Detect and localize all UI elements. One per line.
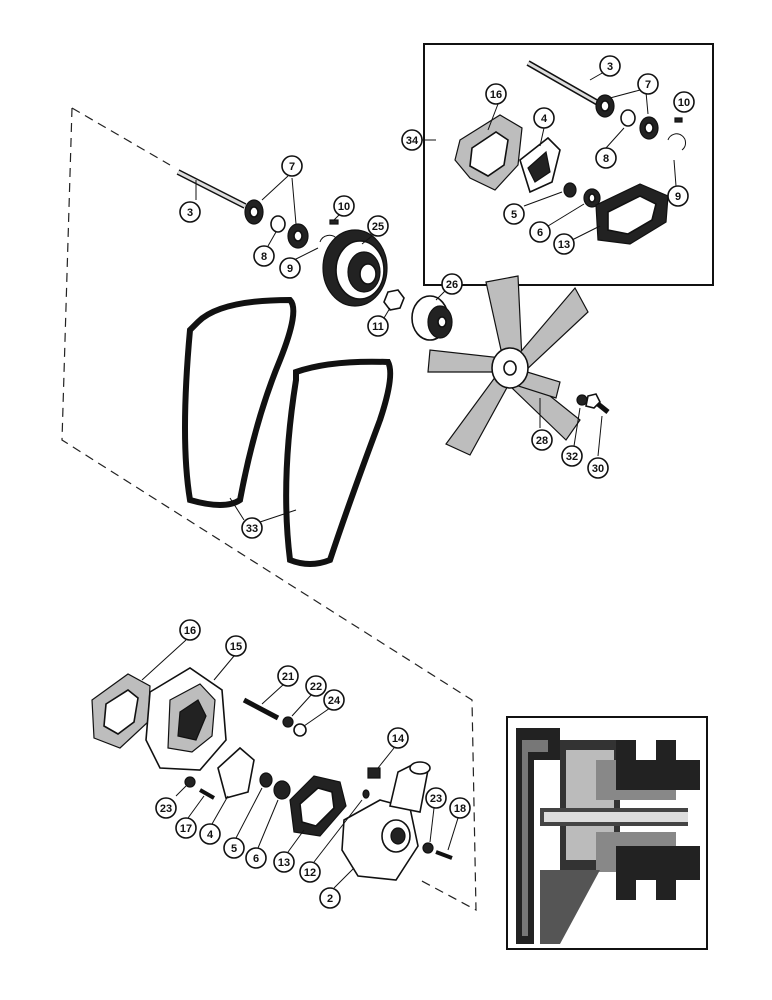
- callout-label: 33: [246, 523, 258, 535]
- callout-label: 4: [541, 113, 548, 125]
- fan-hub: [411, 295, 453, 341]
- callout-label: 25: [372, 221, 384, 233]
- callout-label: 30: [592, 463, 604, 475]
- callout-label: 7: [645, 79, 651, 91]
- stud: [242, 697, 280, 721]
- callouts: 3 7 10 16 4 34 8 9 5 6 13 7 3: [141, 55, 695, 909]
- seal-seat: [273, 780, 291, 800]
- drain-fitting: [362, 789, 370, 799]
- callout-label: 8: [261, 251, 267, 263]
- callout-label: 6: [253, 853, 259, 865]
- callout-label: 5: [231, 843, 237, 855]
- inset-box-alternate-parts: [423, 43, 714, 286]
- pump-housing: [145, 667, 227, 771]
- callout-label: 23: [430, 793, 442, 805]
- callout-label: 9: [675, 191, 681, 203]
- plug: [367, 767, 381, 779]
- seal: [259, 772, 273, 788]
- callout-label: 9: [287, 263, 293, 275]
- callout-label: 34: [406, 135, 419, 147]
- callout-label: 17: [180, 823, 192, 835]
- callout-label: 28: [536, 435, 548, 447]
- callout-label: 7: [289, 161, 295, 173]
- callout-label: 13: [558, 239, 570, 251]
- callout-label: 10: [678, 97, 690, 109]
- callout-label: 22: [310, 681, 322, 693]
- callout-label: 26: [446, 279, 458, 291]
- callout-label: 24: [328, 695, 341, 707]
- callout-label: 6: [537, 227, 543, 239]
- bolt-right: [435, 850, 453, 860]
- callout-label: 12: [304, 867, 316, 879]
- pump-shaft-assembly: [176, 169, 340, 256]
- callout-label: 15: [230, 641, 242, 653]
- stud-nut: [293, 723, 307, 737]
- callout-label: 3: [607, 61, 613, 73]
- callout-label: 16: [490, 89, 502, 101]
- pump-body: [341, 761, 431, 881]
- nut: [383, 289, 405, 311]
- callout-label: 2: [327, 893, 333, 905]
- impeller: [217, 746, 255, 799]
- pulley: [322, 229, 388, 307]
- callout-label: 14: [392, 733, 405, 745]
- callout-label: 8: [603, 153, 609, 165]
- callout-label: 11: [372, 321, 384, 333]
- washer: [576, 394, 588, 406]
- callout-label: 13: [278, 857, 290, 869]
- callout-label: 5: [511, 209, 517, 221]
- bolt-left: [199, 788, 215, 800]
- bolt: [585, 393, 610, 414]
- callout-label: 4: [207, 829, 214, 841]
- fan: [427, 275, 589, 456]
- callout-label: 18: [454, 803, 466, 815]
- washer-right: [422, 842, 434, 854]
- lock-washer: [282, 716, 294, 728]
- washer-left: [184, 776, 196, 788]
- callout-label: 3: [187, 207, 193, 219]
- callout-label: 10: [338, 201, 350, 213]
- fan-belts: [182, 296, 394, 567]
- callout-label: 16: [184, 625, 196, 637]
- assembly-dashed-boundary: [61, 107, 477, 912]
- callout-label: 21: [282, 671, 294, 683]
- callout-label: 23: [160, 803, 172, 815]
- callout-label: 32: [566, 451, 578, 463]
- cutaway-section-view: [506, 716, 708, 950]
